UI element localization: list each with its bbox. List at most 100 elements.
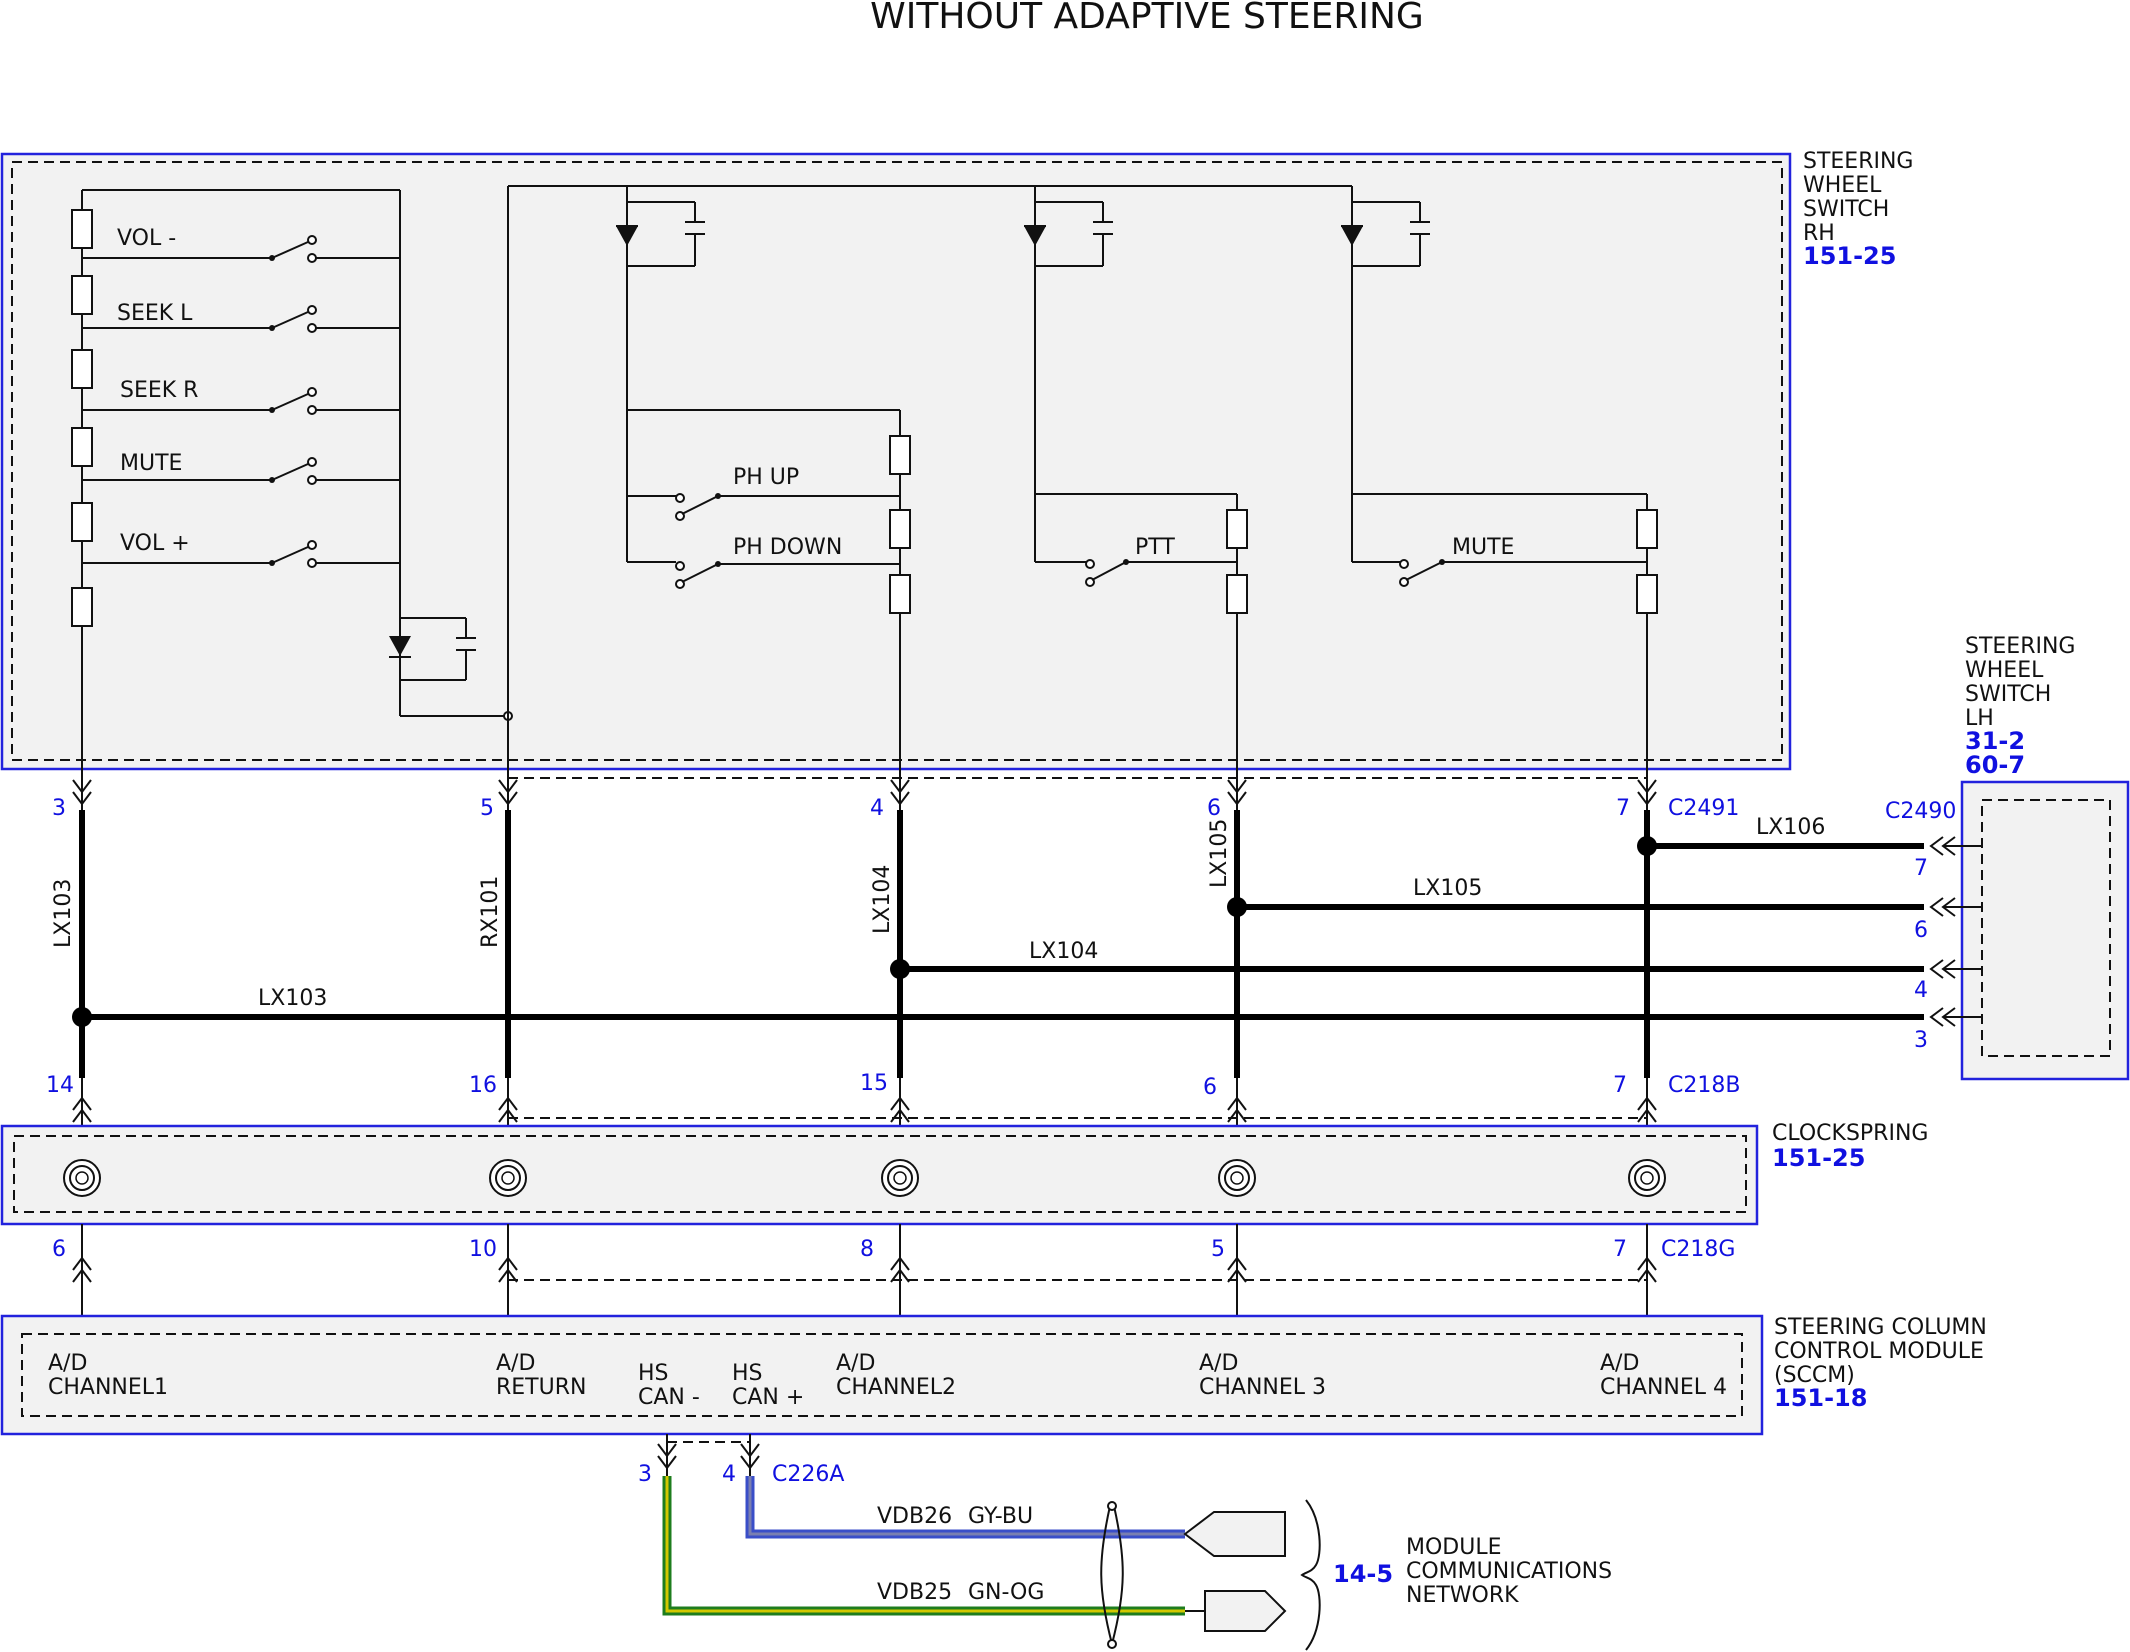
- svg-text:CHANNEL2: CHANNEL2: [836, 1375, 956, 1400]
- svg-text:14: 14: [46, 1073, 74, 1098]
- svg-text:A/D: A/D: [48, 1351, 87, 1376]
- svg-text:C2491: C2491: [1668, 796, 1739, 821]
- svg-text:WHEEL: WHEEL: [1803, 173, 1882, 198]
- svg-text:C218B: C218B: [1668, 1073, 1740, 1098]
- resistors-ph: [889, 435, 911, 614]
- svg-text:STEERING COLUMN: STEERING COLUMN: [1774, 1315, 1987, 1340]
- svg-text:SEEK L: SEEK L: [117, 301, 193, 326]
- svg-text:7: 7: [1613, 1073, 1627, 1098]
- svg-text:7: 7: [1616, 796, 1630, 821]
- svg-text:C2490: C2490: [1885, 799, 1956, 824]
- svg-text:C226A: C226A: [772, 1462, 844, 1487]
- diode-ph: [616, 186, 705, 562]
- svg-text:LX104: LX104: [1029, 939, 1098, 964]
- switch-ptt: PTT: [1035, 535, 1237, 587]
- clockspring-coils: [63, 1159, 1666, 1197]
- svg-text:7: 7: [1613, 1237, 1627, 1262]
- connector-c218g: 6 10 8 5 7 C218G: [52, 1224, 1735, 1332]
- svg-text:4: 4: [1914, 978, 1928, 1003]
- svg-text:MODULE: MODULE: [1406, 1535, 1502, 1560]
- svg-text:31-2: 31-2: [1965, 727, 2025, 755]
- svg-text:LX104: LX104: [870, 865, 895, 934]
- svg-text:NETWORK: NETWORK: [1406, 1583, 1519, 1608]
- clockspring: CLOCKSPRING 151-25: [0, 1121, 1928, 1226]
- diode-left: [389, 570, 513, 721]
- svg-text:SEEK R: SEEK R: [120, 378, 198, 403]
- svg-text:RH: RH: [1803, 221, 1835, 246]
- svg-text:14-5: 14-5: [1333, 1560, 1393, 1588]
- svg-text:6: 6: [1203, 1075, 1217, 1100]
- svg-text:3: 3: [52, 796, 66, 821]
- svg-text:A/D: A/D: [1600, 1351, 1639, 1376]
- svg-text:WHEEL: WHEEL: [1965, 658, 2044, 683]
- harness: LX103 RX101 LX104 LX105 LX106 LX105 LX10…: [51, 791, 1924, 1078]
- svg-text:15: 15: [860, 1071, 888, 1096]
- svg-text:RX101: RX101: [478, 876, 503, 948]
- diode-mute: [1341, 186, 1430, 562]
- svg-text:7: 7: [1914, 856, 1928, 881]
- switch-ph-up: PH UP: [627, 465, 900, 521]
- resistors-ptt: [1226, 509, 1248, 614]
- svg-text:A/D: A/D: [496, 1351, 535, 1376]
- svg-text:3: 3: [1914, 1028, 1928, 1053]
- svg-text:VOL +: VOL +: [120, 531, 190, 556]
- svg-text:LH: LH: [1965, 706, 1994, 731]
- svg-text:SWITCH: SWITCH: [1965, 682, 2051, 707]
- network-connector-2: [1204, 1590, 1287, 1632]
- svg-text:5: 5: [1211, 1237, 1225, 1262]
- svg-text:MUTE: MUTE: [120, 451, 182, 476]
- svg-text:STEERING: STEERING: [1965, 634, 2075, 659]
- svg-text:6: 6: [1914, 918, 1928, 943]
- svg-text:C218G: C218G: [1661, 1237, 1735, 1262]
- svg-text:151-25: 151-25: [1772, 1144, 1865, 1172]
- svg-text:LX103: LX103: [51, 879, 76, 948]
- switch-seek-l: SEEK L: [82, 301, 400, 333]
- svg-text:16: 16: [469, 1073, 497, 1098]
- svg-text:PH DOWN: PH DOWN: [733, 535, 842, 560]
- svg-text:CONTROL MODULE: CONTROL MODULE: [1774, 1339, 1984, 1364]
- diagram-title: WITHOUT ADAPTIVE STEERING: [870, 0, 1424, 37]
- svg-text:VOL -: VOL -: [117, 226, 176, 251]
- svg-text:CHANNEL1: CHANNEL1: [48, 1375, 168, 1400]
- svg-text:CAN -: CAN -: [638, 1385, 700, 1410]
- svg-text:5: 5: [480, 796, 494, 821]
- svg-text:LX105: LX105: [1207, 819, 1232, 888]
- svg-text:MUTE: MUTE: [1452, 535, 1514, 560]
- switch-seek-r: SEEK R: [82, 378, 400, 415]
- svg-text:CLOCKSPRING: CLOCKSPRING: [1772, 1121, 1928, 1146]
- svg-text:LX105: LX105: [1413, 876, 1482, 901]
- svg-text:VDB25: VDB25: [877, 1580, 952, 1605]
- svg-text:151-25: 151-25: [1803, 242, 1896, 270]
- svg-text:151-18: 151-18: [1774, 1384, 1867, 1412]
- network-wires: VDB26 GY-BU VDB25 GN-OG 14-5 MODULE COMM…: [662, 1476, 1612, 1651]
- svg-text:VDB26: VDB26: [877, 1504, 952, 1529]
- steering-wheel-switch-lh: C2490 7 6 4 3 STEERING WHEEL SWITCH LH 3…: [1885, 634, 2130, 1081]
- svg-text:PTT: PTT: [1135, 535, 1175, 560]
- svg-text:60-7: 60-7: [1965, 751, 2025, 779]
- svg-text:RETURN: RETURN: [496, 1375, 586, 1400]
- switch-mute-left: MUTE: [82, 451, 400, 485]
- resistors-mute: [1636, 509, 1658, 614]
- svg-text:HS: HS: [638, 1361, 669, 1386]
- sccm-module: A/D CHANNEL1 A/D RETURN HS CAN - HS CAN …: [0, 1314, 1987, 1436]
- connector-c2491: 3 5 4 6 7 C2491: [52, 777, 1739, 821]
- svg-text:A/D: A/D: [1199, 1351, 1238, 1376]
- svg-text:COMMUNICATIONS: COMMUNICATIONS: [1406, 1559, 1612, 1584]
- svg-text:GY-BU: GY-BU: [968, 1504, 1033, 1529]
- svg-text:STEERING: STEERING: [1803, 149, 1913, 174]
- switch-mute-right: MUTE: [1352, 535, 1647, 587]
- svg-text:SWITCH: SWITCH: [1803, 197, 1889, 222]
- svg-text:3: 3: [638, 1462, 652, 1487]
- switch-vol-minus: VOL -: [82, 226, 400, 263]
- switch-ph-down: PH DOWN: [627, 535, 900, 589]
- svg-text:10: 10: [469, 1237, 497, 1262]
- brace-icon: [1300, 1499, 1321, 1651]
- diode-ptt: [1024, 186, 1113, 562]
- svg-text:4: 4: [870, 796, 884, 821]
- svg-text:4: 4: [722, 1462, 736, 1487]
- svg-text:HS: HS: [732, 1361, 763, 1386]
- svg-text:(SCCM): (SCCM): [1774, 1363, 1855, 1388]
- svg-text:GN-OG: GN-OG: [968, 1580, 1044, 1605]
- svg-text:6: 6: [1207, 796, 1221, 821]
- switch-vol-plus: VOL +: [82, 531, 400, 568]
